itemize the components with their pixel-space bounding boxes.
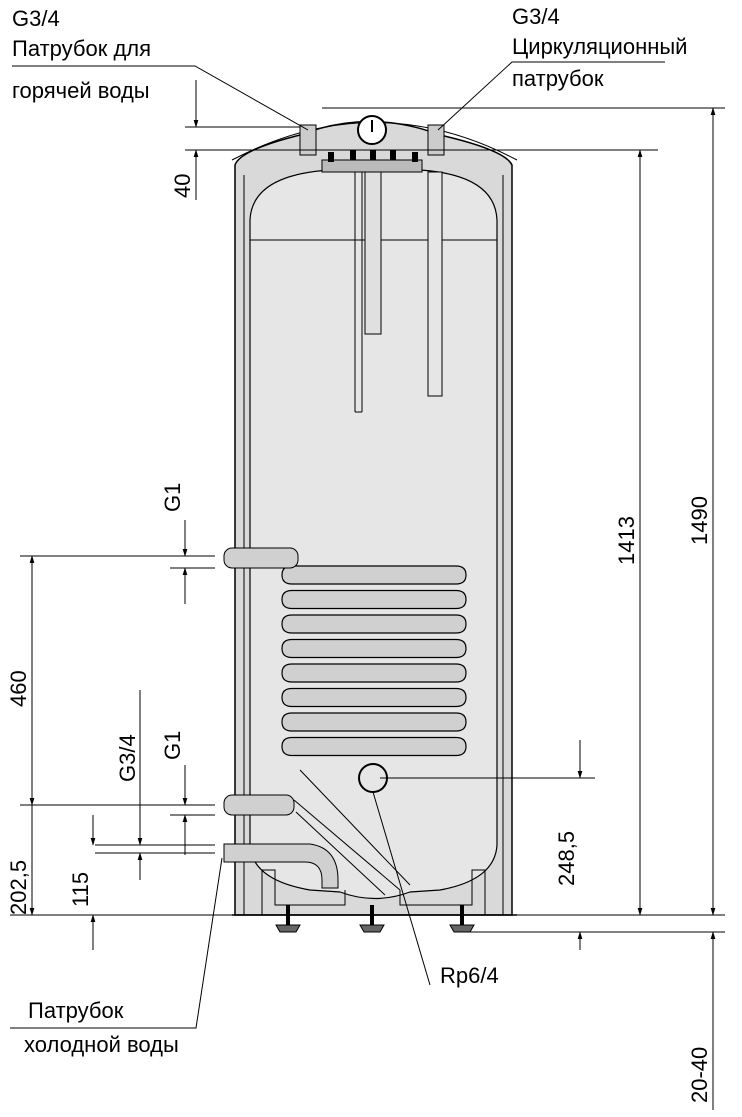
- coil-turn: [281, 565, 467, 585]
- dim-coil-upper-thread: G1: [160, 483, 185, 512]
- cold-water-pipe: [223, 843, 339, 889]
- hot-water-pipe-stub: [299, 124, 317, 156]
- circulation-pipe-stub: [427, 124, 445, 156]
- leader-lines: [10, 61, 665, 1029]
- dim-feet: 20-40: [687, 1047, 712, 1103]
- flange-bolts: [328, 150, 418, 162]
- dim-cold-height: 202,5: [6, 860, 31, 915]
- dim-drain-height: 248,5: [554, 831, 579, 886]
- dim-inner-height: 1413: [614, 516, 639, 565]
- circulation-label-line1: Циркуляционный: [512, 34, 687, 59]
- hot-water-label-line2: горячей воды: [12, 78, 150, 103]
- circulation-thread-label: G3/4: [512, 4, 560, 29]
- base-right: [399, 869, 486, 915]
- heating-coil: [281, 565, 467, 757]
- coil-turn: [281, 663, 467, 683]
- cold-water-label-line1: Патрубок: [28, 998, 124, 1023]
- dim-coil-span: 460: [6, 670, 31, 707]
- coil-turn: [281, 638, 467, 659]
- base-left: [261, 869, 346, 915]
- circulation-tube: [427, 171, 443, 397]
- drain-label: Rp6/4: [440, 963, 499, 988]
- dim-cold-thread: G3/4: [115, 734, 140, 782]
- top-flange: [321, 159, 423, 173]
- dimension-lines: [29, 80, 716, 1110]
- coil-turn: [281, 687, 467, 708]
- dim-top-offset: 40: [170, 174, 195, 198]
- adjustable-feet: [275, 905, 475, 933]
- dim-cold-offset: 115: [68, 872, 93, 907]
- coil-outlet-pipe: [223, 794, 295, 816]
- coil-turn: [281, 614, 467, 634]
- coil-turn: [281, 589, 467, 610]
- circulation-label-line2: патрубок: [512, 66, 604, 91]
- coil-turn: [281, 736, 467, 757]
- extension-lines: [10, 107, 725, 933]
- hot-water-thread-label: G3/4: [12, 6, 60, 31]
- cold-water-label-line2: холодной воды: [24, 1032, 179, 1057]
- tank: [223, 115, 518, 933]
- coil-turn: [281, 712, 467, 732]
- coil-return-line: [293, 799, 401, 891]
- dim-total-height: 1490: [687, 496, 712, 545]
- coil-inlet-pipe: [223, 547, 299, 569]
- hot-water-label-line1: Патрубок для: [12, 36, 151, 61]
- anode-rod: [364, 171, 382, 335]
- dim-coil-lower-thread: G1: [160, 731, 185, 760]
